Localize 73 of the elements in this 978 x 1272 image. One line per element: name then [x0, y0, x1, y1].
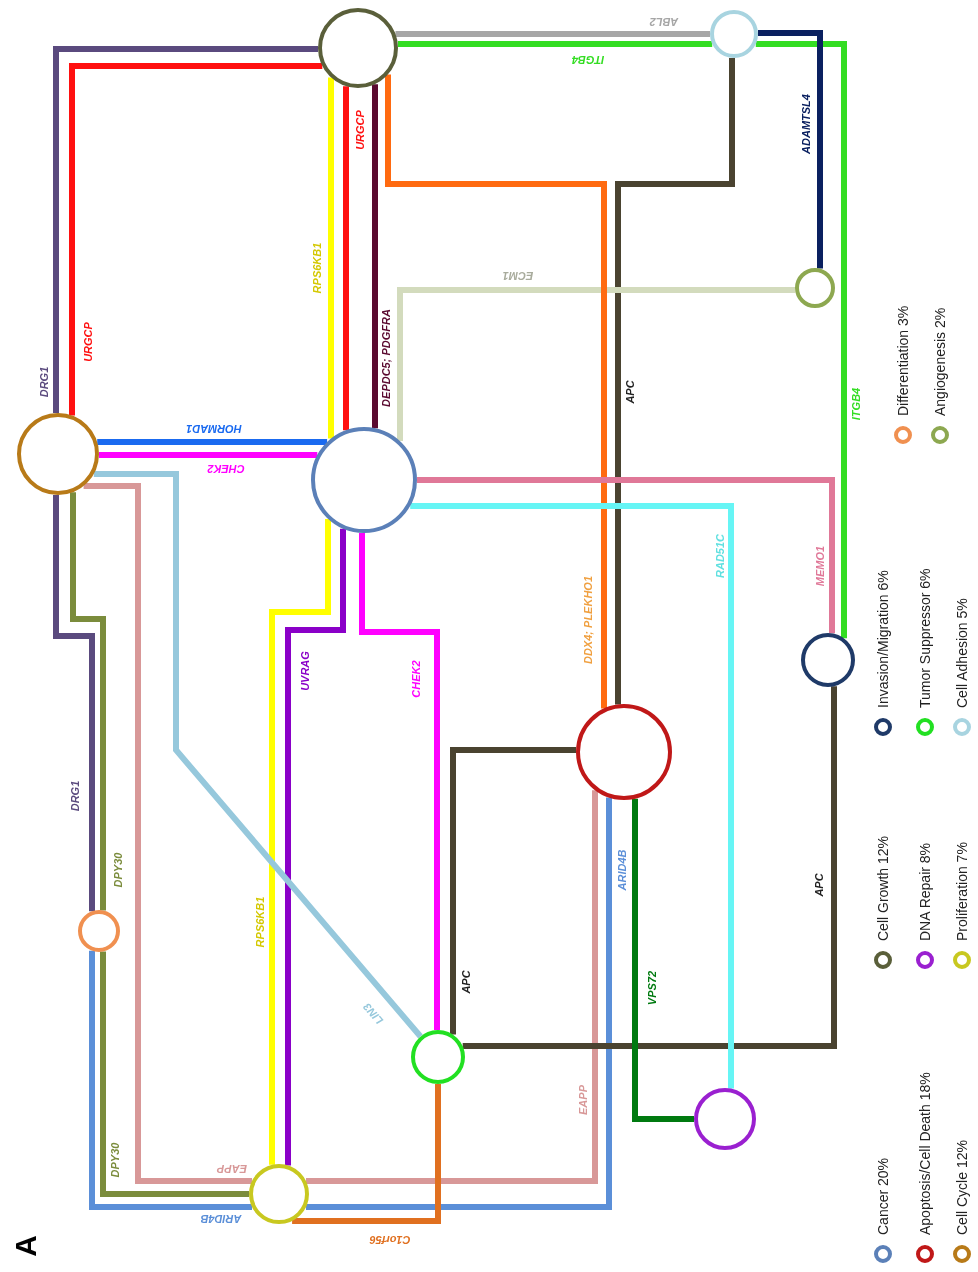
connector-line [83, 483, 252, 1184]
connector-line [397, 287, 796, 442]
gene-label: ECM1 [502, 270, 534, 282]
gene-label: VPS72 [646, 970, 658, 1006]
category-circle [78, 910, 120, 952]
gene-label: URGCP [82, 322, 94, 362]
gene-label: APC [460, 970, 472, 994]
gene-label: ABL2 [649, 16, 679, 28]
legend-label: Differentiation 3% [895, 305, 911, 416]
gene-label: UVRAG [299, 651, 311, 691]
gene-label: EAPP [217, 1163, 247, 1175]
gene-label: ARID4B [200, 1213, 242, 1225]
gene-label: RPS6KB1 [311, 242, 323, 294]
connector-line [285, 528, 346, 1166]
connector-line [462, 686, 837, 1049]
connector-line [632, 798, 694, 1122]
legend-label: Cell Adhesion 5% [954, 598, 970, 708]
connector-line [385, 74, 607, 709]
gene-label: ITGB4 [850, 387, 862, 421]
connector-line [70, 492, 106, 911]
connector-line [99, 452, 318, 458]
gene-label: DEPDC5; PDGFRA [380, 309, 392, 407]
connector-line [343, 86, 349, 431]
connector-line [372, 84, 378, 429]
connector-line [292, 1084, 441, 1224]
connector-line [450, 747, 576, 1035]
connector-line [269, 518, 331, 1165]
gene-label: ADAMTSL4 [800, 94, 812, 154]
gene-label: RAD51C [714, 534, 726, 578]
connector-line [93, 471, 423, 1039]
connector-line [417, 477, 835, 634]
legend-label: Proliferation 7% [954, 842, 970, 941]
gene-label: APC [624, 380, 636, 404]
connector-line [755, 41, 847, 639]
gene-label: MEMO1 [814, 545, 826, 587]
gene-label: HORMAD1 [186, 423, 242, 435]
legend-label: Cell Cycle 12% [954, 1140, 970, 1235]
connector-line [397, 41, 713, 47]
gene-label: URGCP [354, 110, 366, 150]
legend-label: Tumor Suppressor 6% [917, 568, 933, 708]
gene-label: DRG1 [38, 366, 50, 398]
connector-line [359, 533, 440, 1030]
gene-label: DPY30 [112, 852, 124, 888]
gene-label: C1orf56 [369, 1234, 411, 1246]
panel-label: A [11, 1235, 41, 1257]
gene-label: ARID4B [616, 849, 628, 891]
connector-line [615, 57, 735, 705]
category-circle [411, 1030, 465, 1084]
connector-line [53, 495, 95, 912]
legend-label: Invasion/Migration 6% [875, 570, 891, 708]
category-circle [249, 1164, 309, 1224]
gene-label: CHEK2 [207, 463, 245, 475]
gene-label: ITGB4 [571, 54, 605, 66]
category-circle [795, 268, 835, 308]
gene-label: DDX4; PLEKHO1 [582, 576, 594, 664]
connector-line [97, 439, 328, 445]
gene-label: DPY30 [109, 1142, 121, 1178]
category-circle [710, 10, 758, 58]
gene-label: RPS6KB1 [254, 896, 266, 948]
connector-line [410, 503, 734, 1089]
gene-label: DRG1 [69, 780, 81, 812]
gene-label: CHEK2 [410, 660, 422, 698]
legend-label: Apoptosis/Cell Death 18% [917, 1072, 933, 1235]
connector-line [395, 31, 710, 37]
connector-line [328, 77, 334, 439]
legend-label: Cancer 20% [875, 1157, 891, 1235]
gene-label: EAPP [577, 1085, 589, 1115]
legend-label: Angiogenesis 2% [932, 307, 948, 416]
gene-label: APC [813, 873, 825, 897]
legend-label: Cell Growth 12% [875, 835, 891, 941]
category-circle [801, 633, 855, 687]
connector-line [758, 30, 823, 269]
legend-label: DNA Repair 8% [917, 842, 933, 941]
